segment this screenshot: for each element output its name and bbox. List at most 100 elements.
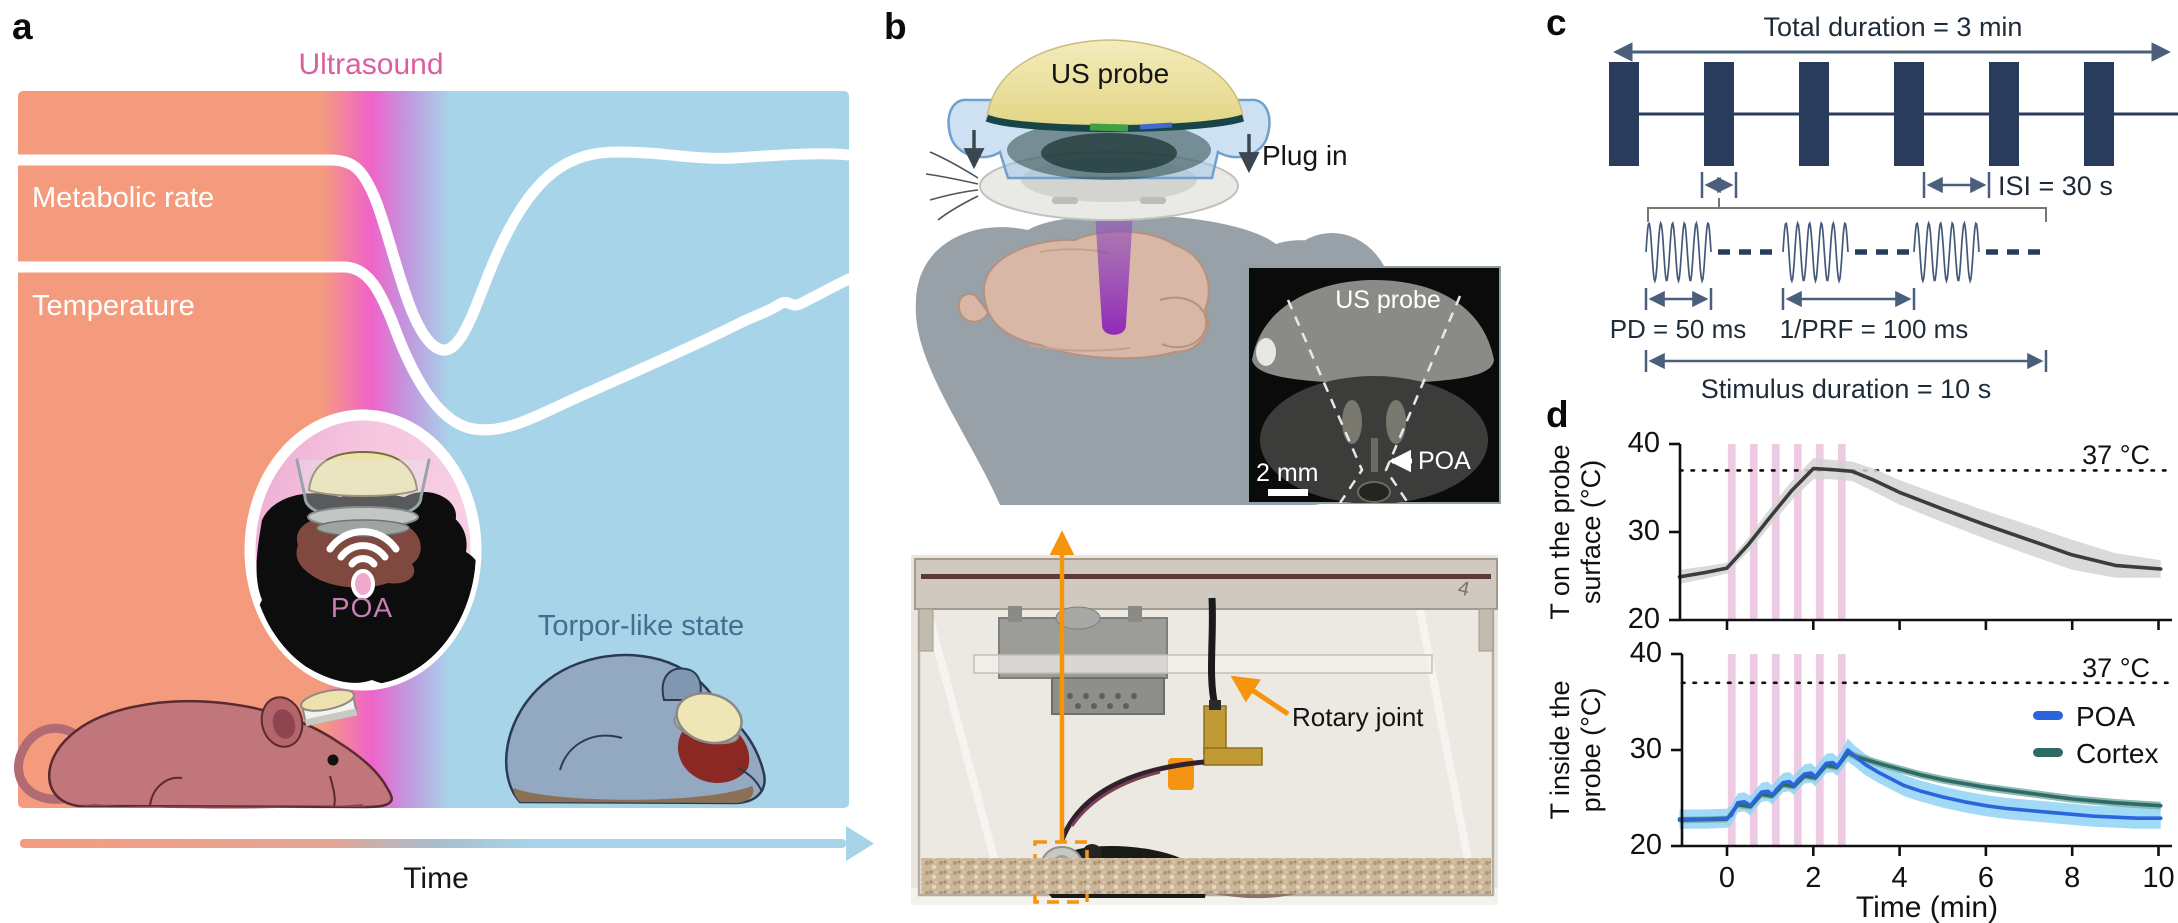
bottom-chart-ylabel-line2: probe (°C): [1576, 687, 1606, 813]
cage-lid: [914, 558, 1498, 610]
generated-art: [1645, 220, 2174, 856]
stimulus-duration-label: Stimulus duration = 10 s: [1700, 374, 1992, 404]
top-chart-ylabel: T on the probe surface (°C): [1545, 444, 1607, 619]
cage-photo: [911, 555, 1498, 905]
x-tick-label: 0: [1718, 862, 1736, 894]
y-tick-label: 30: [1629, 733, 1662, 765]
top-chart-ref-label: 37 °C: [2082, 440, 2150, 470]
brain-3d: [957, 230, 1210, 360]
acrylic-shelf: [973, 654, 1433, 674]
torpor-state-label: Torpor-like state: [537, 610, 745, 642]
x-tick-label: 6: [1977, 862, 1994, 894]
series-line-POA: [1677, 748, 2163, 821]
sine-burst-3: [1913, 220, 1980, 284]
sine-burst-2: [1782, 220, 1849, 284]
whiskers-icon: [925, 151, 979, 221]
stim-bar: [1793, 654, 1802, 846]
pd-indicator: [1644, 288, 1713, 310]
legend-swatch-POA: [2033, 711, 2063, 720]
rf-connector: [1203, 700, 1263, 766]
plug-in-label: Plug in: [1262, 140, 1348, 171]
mri-scale-bar: [1268, 489, 1308, 496]
panel-b-art: [911, 39, 1501, 905]
x-tick-label: 8: [2064, 862, 2081, 894]
panel-c-letter: c: [1546, 2, 1567, 43]
poa-inset-circle: [244, 409, 482, 691]
y-tick-label: 20: [1629, 829, 1662, 861]
stim-bar: [1815, 444, 1824, 620]
poa-label: POA: [330, 592, 394, 623]
probe-dome: [985, 39, 1245, 132]
plug-in-arrow-icon: [963, 130, 1260, 174]
stim-bar: [1837, 654, 1846, 846]
legend-swatch-Cortex: [2033, 748, 2063, 757]
y-tick-label: 30: [1627, 515, 1660, 547]
y-tick-label: 40: [1627, 427, 1660, 459]
error-band-Probe surface temperature: [1679, 458, 2161, 584]
time-label: Time: [403, 862, 469, 895]
torpor-mouse-probe: [673, 692, 743, 745]
bottom-chart-ref-label: 37 °C: [2082, 653, 2150, 683]
metabolic-rate-label: Metabolic rate: [32, 182, 215, 214]
top-chart-ylabel-line1: T on the probe: [1545, 444, 1575, 620]
x-tick-label: 10: [2142, 862, 2175, 894]
x-tick-label: 2: [1805, 862, 1822, 894]
x-tick-label: 4: [1891, 862, 1908, 894]
stim-bar: [1771, 654, 1780, 846]
torpor-mouse: [504, 653, 766, 805]
ceiling-cable: [1208, 597, 1219, 707]
stim-bar: [1793, 444, 1802, 620]
mri-scale-label: 2 mm: [1256, 459, 1319, 487]
series-line-Probe surface temperature: [1677, 466, 2163, 579]
stimulus-duration-indicator: [1644, 350, 2048, 372]
pd-label: PD = 50 ms: [1609, 314, 1747, 344]
mri-us-probe-label: US probe: [1335, 286, 1441, 314]
ultrasound-beam: [1095, 212, 1133, 335]
stim-bar: [1815, 654, 1824, 846]
panel-b-letter: b: [884, 6, 907, 47]
rotary-joint-arrow-icon: [1230, 675, 1290, 717]
stim-bar: [1727, 654, 1736, 846]
mri-beam-dashed-lines: [1286, 295, 1462, 503]
total-duration-label: Total duration = 3 min: [1763, 12, 2023, 42]
temperature-label: Temperature: [32, 290, 195, 322]
mri-inset: [1247, 266, 1501, 504]
prf-indicator: [1781, 288, 1916, 310]
mini-probe: [295, 450, 431, 537]
legend-cortex-label: Cortex: [2076, 738, 2159, 769]
time-arrow: [20, 826, 874, 861]
prf-label: 1/PRF = 100 ms: [1779, 314, 1969, 344]
rotary-joint-label: Rotary joint: [1292, 702, 1424, 732]
error-band-POA: [1679, 738, 2161, 829]
pulse-train: [1609, 62, 2178, 166]
isi-indicator: [1922, 172, 1991, 198]
ultrasound-label: Ultrasound: [298, 48, 444, 81]
y-tick-label: 20: [1627, 603, 1660, 635]
time-min-xlabel: Time (min): [1855, 891, 1999, 923]
us-probe-label: US probe: [1050, 58, 1170, 89]
bottom-chart-ylabel: T inside the probe (°C): [1545, 680, 1607, 819]
mouse-cable: [1059, 759, 1205, 841]
top-chart-ylabel-line2: surface (°C): [1576, 459, 1606, 605]
stim-bar: [1771, 444, 1780, 620]
sine-burst-1: [1645, 220, 1712, 284]
isi-label: ISI = 30 s: [1998, 171, 2113, 201]
bottom-chart-ylabel-line1: T inside the: [1545, 680, 1575, 820]
legend-poa-label: POA: [2076, 701, 2136, 732]
y-tick-label: 40: [1629, 637, 1662, 669]
poa-target-icon: [351, 569, 375, 599]
panel-c-art: [1609, 42, 2178, 372]
ultrasound-waves-icon: [326, 528, 400, 568]
stim-bar: [1727, 444, 1736, 620]
stim-bar: [1837, 444, 1846, 620]
pulse-width-indicator: [1700, 172, 1738, 208]
panel-a-art: [12, 146, 874, 861]
metabolic-rate-curve: [12, 146, 855, 356]
mri-poa-label: POA: [1418, 447, 1471, 475]
zoom-bracket: [1647, 207, 2047, 222]
temperature-curve: [12, 261, 855, 436]
awake-mouse: [14, 688, 394, 809]
stim-bar: [1749, 654, 1758, 846]
